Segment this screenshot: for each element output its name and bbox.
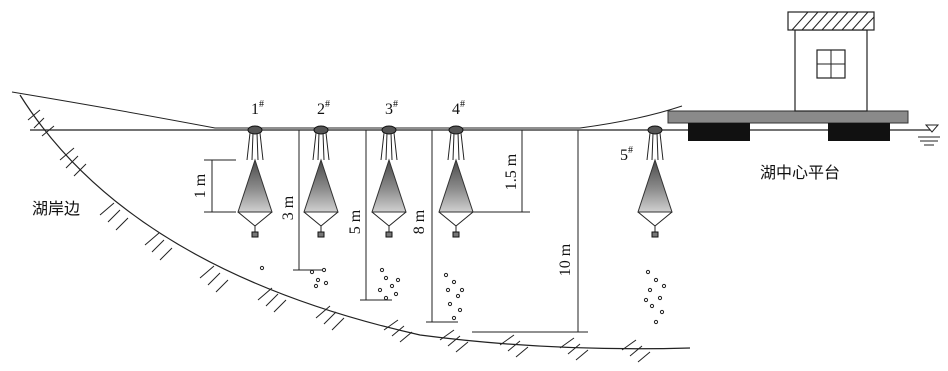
lake-center-platform [667,11,909,141]
sediment-trap-1 [237,125,273,238]
water-level-marker [924,124,940,133]
sediment-trap-4 [438,125,474,238]
platform-label: 湖中心平台 [760,163,840,182]
trap-label-1: 1# [251,99,264,118]
trap-label-4: 4# [452,99,465,118]
sediment-trap-3 [371,125,407,238]
dim-label-1-5m: 1.5 m [503,153,520,190]
dim-label-1m: 1 m [192,173,209,198]
sediment-trap-5 [637,125,673,238]
trap-label-3: 3# [385,99,398,118]
pontoon-right [828,123,890,141]
dim-label-3m: 3 m [280,195,297,220]
shore-label: 湖岸边 [32,199,80,218]
lake-bed-hatching [27,109,651,363]
trap-label-2: 2# [317,99,330,118]
dim-label-10m: 10 m [557,243,574,276]
rope-line [11,91,683,129]
water-level-symbol [918,136,940,146]
house-roof [787,11,875,31]
pontoon-left [688,123,750,141]
dimension-lines [204,130,588,333]
dim-label-8m: 8 m [411,209,428,234]
dim-label-5m: 5 m [347,209,364,234]
lake-bed [19,94,691,350]
trap-label-5: 5# [620,145,633,164]
platform-deck [667,110,909,124]
sediment-particles [259,265,667,325]
sediment-trap-2 [303,125,339,238]
